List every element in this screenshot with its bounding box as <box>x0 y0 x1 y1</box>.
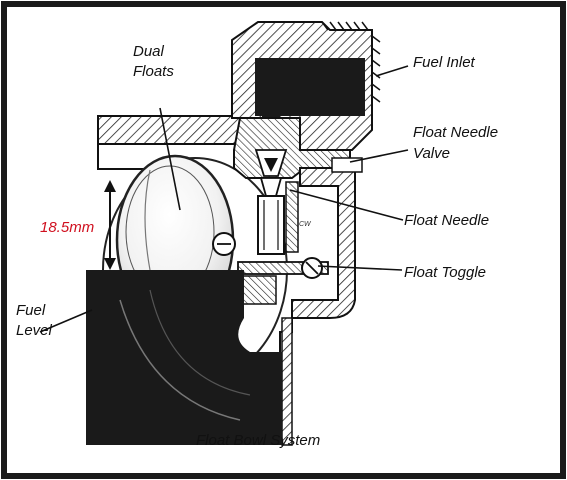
label-float-needle: Float Needle <box>404 212 489 229</box>
label-dual-floats-line2: Floats <box>133 63 174 80</box>
float-arm <box>212 232 329 305</box>
leader-lines <box>39 65 409 333</box>
float-needle-graphic <box>257 177 299 255</box>
diagram-caption: Float Bowl System <box>196 432 320 449</box>
label-dual-floats-line1: Dual <box>133 43 165 60</box>
float-bowl-housing <box>279 157 363 446</box>
level-measurement-arrow <box>104 180 116 270</box>
part-stamp: CW <box>299 221 312 228</box>
fuel-pool <box>86 270 282 445</box>
label-fuel-level-line1: Fuel <box>16 302 46 319</box>
measurement-label: 18.5mm <box>40 219 94 236</box>
label-float-needle-valve-line1: Float Needle <box>413 124 498 141</box>
label-float-toggle: Float Toggle <box>404 264 486 281</box>
label-fuel-inlet: Fuel Inlet <box>413 54 476 71</box>
label-fuel-level-line2: Level <box>16 322 53 339</box>
label-float-needle-valve-line2: Valve <box>413 145 450 162</box>
